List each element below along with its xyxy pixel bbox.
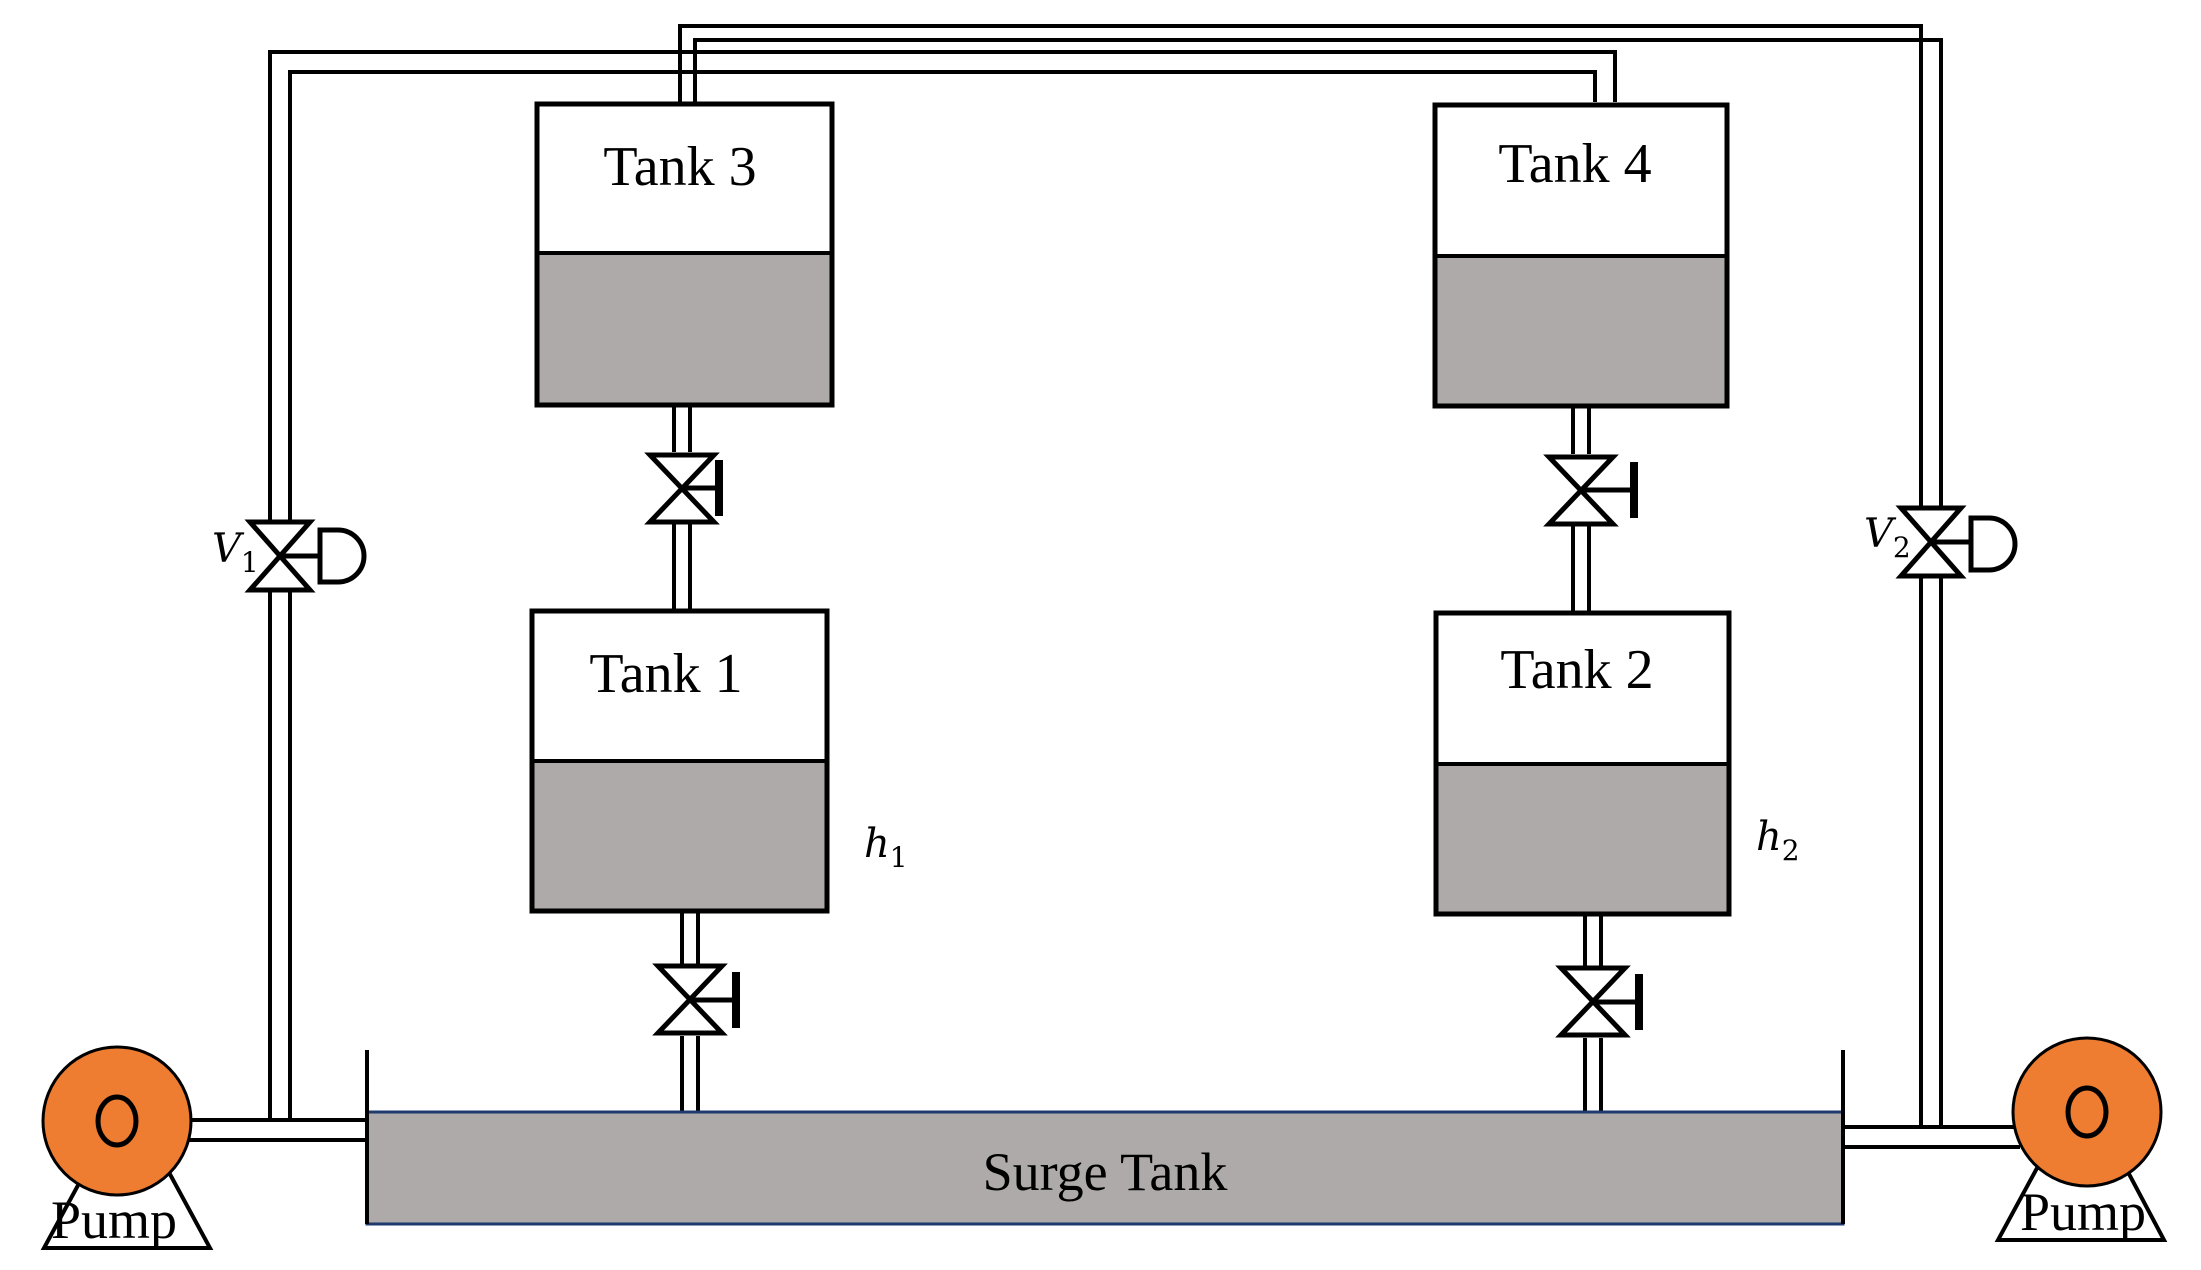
tank-3-outline — [534, 101, 835, 408]
pump-right-body — [2011, 1036, 2163, 1188]
pump-left-label: Pump — [51, 1190, 177, 1250]
right-riser-outer — [693, 38, 1943, 1127]
valve-v2-label: V2 — [1864, 511, 1911, 564]
tank-1: Tank 1 — [529, 608, 830, 914]
valve-tank1-surge[interactable] — [652, 963, 740, 1036]
tank-2: Tank 2 — [1433, 610, 1732, 917]
pump-right-label: Pump — [2020, 1182, 2146, 1242]
pump-right[interactable]: Pump — [1994, 1036, 2168, 1242]
surge-tank: Surge Tank — [365, 1050, 1845, 1226]
tank-3-label: Tank 3 — [603, 136, 756, 198]
tank-1-label: Tank 1 — [589, 643, 742, 705]
pump-left-body — [41, 1045, 193, 1197]
pump-left[interactable]: Pump — [40, 1045, 214, 1250]
tank-2-fluid — [1436, 764, 1729, 914]
left-riser-inner — [288, 70, 1597, 1120]
tank-2-label: Tank 2 — [1500, 639, 1653, 701]
valve-tank3-tank1[interactable] — [644, 452, 723, 525]
tank-1-fluid — [532, 761, 827, 911]
tank-4-label: Tank 4 — [1498, 133, 1651, 195]
level-h2-label: h2 — [1756, 814, 1800, 867]
tank-3-fluid — [537, 253, 832, 405]
tank-4: Tank 4 — [1432, 102, 1730, 409]
tank-4-outline — [1432, 102, 1730, 409]
tank-3: Tank 3 — [534, 101, 835, 408]
tank-1-outline — [529, 608, 830, 914]
right-riser-inner — [678, 24, 1923, 1127]
pipe-network — [187, 24, 2020, 1149]
valve-v2[interactable] — [1895, 505, 2018, 579]
surge-tank-label: Surge Tank — [983, 1142, 1228, 1202]
pump-left-impeller-icon — [95, 1094, 139, 1148]
tank-4-fluid — [1435, 256, 1727, 406]
valve-tank4-tank2[interactable] — [1543, 454, 1638, 527]
valve-tank2-surge[interactable] — [1555, 965, 1643, 1038]
valve-v1[interactable] — [244, 519, 367, 593]
valve-v1-label: V1 — [212, 526, 259, 579]
level-h1-label: h1 — [864, 821, 908, 874]
left-riser-outer — [268, 50, 1617, 1120]
pump-right-impeller-icon — [2065, 1085, 2109, 1139]
tank-2-outline — [1433, 610, 1732, 917]
